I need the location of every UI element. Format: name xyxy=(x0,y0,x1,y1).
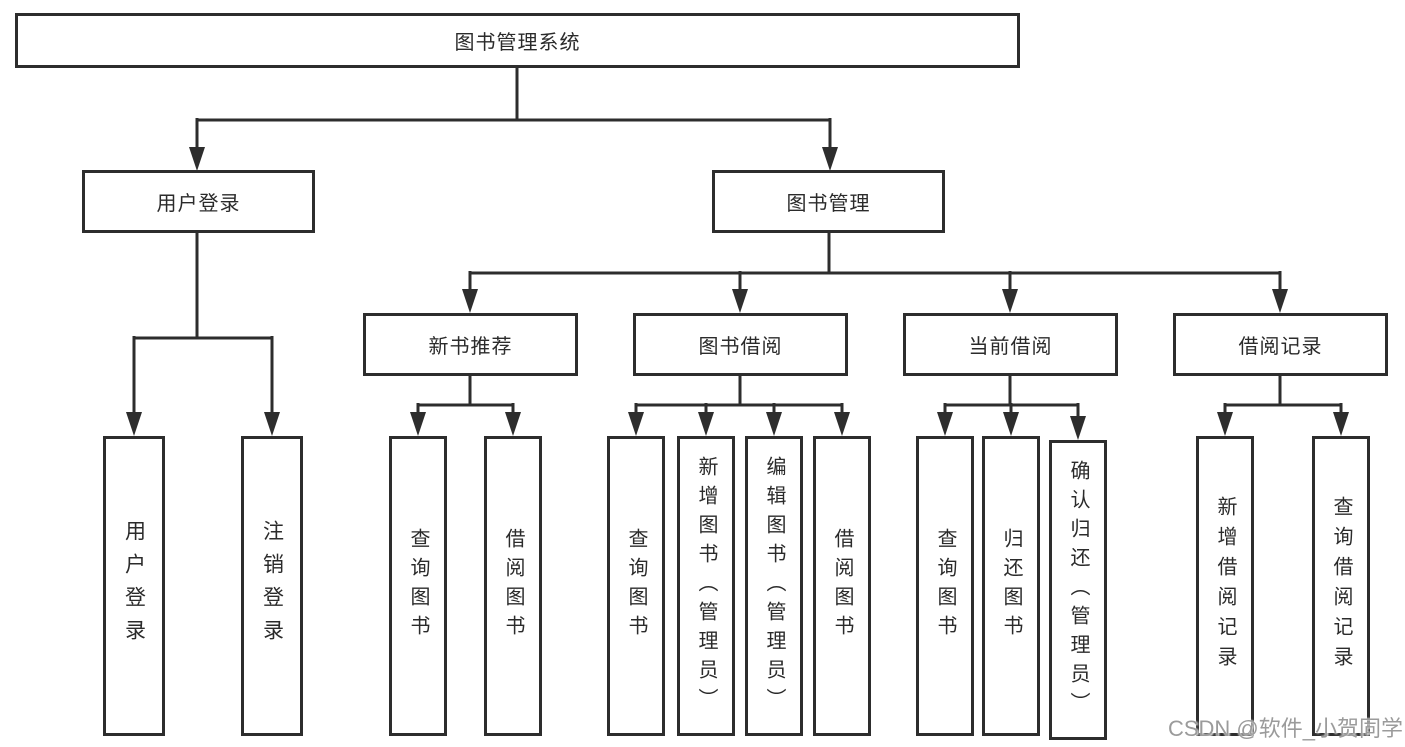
node-borrow-records: 借阅记录 xyxy=(1173,313,1388,376)
arrowhead-icon xyxy=(698,412,714,436)
node-label: 新增图书（管理员） xyxy=(695,455,717,717)
node-v-query-book-1: 查询图书 xyxy=(389,436,447,736)
arrowhead-icon xyxy=(505,412,521,436)
node-label: 查询图书 xyxy=(407,528,429,644)
node-book-borrow: 图书借阅 xyxy=(633,313,848,376)
watermark: CSDN @软件_小贺同学 xyxy=(1167,716,1403,741)
arrowhead-icon xyxy=(1003,412,1019,436)
node-book-management: 图书管理 xyxy=(712,170,945,233)
node-label: 注销登录 xyxy=(260,520,284,652)
node-v-confirm-return: 确认归还（管理员） xyxy=(1049,440,1107,740)
node-label: 查询图书 xyxy=(934,528,956,644)
node-label: 编辑图书（管理员） xyxy=(763,455,785,717)
node-label: 归还图书 xyxy=(1000,528,1022,644)
arrowhead-icon xyxy=(628,412,644,436)
arrowhead-icon xyxy=(1272,289,1288,313)
node-label: 用户登录 xyxy=(122,520,146,652)
arrowhead-icon xyxy=(1333,412,1349,436)
arrowhead-icon xyxy=(1217,412,1233,436)
node-label: 用户登录 xyxy=(156,193,241,215)
arrowhead-icon xyxy=(264,412,280,436)
node-v-logout: 注销登录 xyxy=(241,436,303,736)
node-root: 图书管理系统 xyxy=(15,13,1020,68)
node-label: 图书借阅 xyxy=(698,336,783,358)
arrowhead-icon xyxy=(410,412,426,436)
node-label: 借阅图书 xyxy=(831,528,853,644)
node-v-borrow-book-1: 借阅图书 xyxy=(484,436,542,736)
node-v-add-borrow-record: 新增借阅记录 xyxy=(1196,436,1254,736)
node-label: 新增借阅记录 xyxy=(1214,496,1236,676)
node-v-query-borrow-record: 查询借阅记录 xyxy=(1312,436,1370,736)
node-label: 当前借阅 xyxy=(968,336,1053,358)
node-new-book-recommend: 新书推荐 xyxy=(363,313,578,376)
node-v-query-book-2: 查询图书 xyxy=(607,436,665,736)
arrowhead-icon xyxy=(1070,416,1086,440)
node-label: 新书推荐 xyxy=(428,336,513,358)
node-v-borrow-book-2: 借阅图书 xyxy=(813,436,871,736)
arrowhead-icon xyxy=(822,147,838,171)
arrowhead-icon xyxy=(834,412,850,436)
arrowhead-icon xyxy=(937,412,953,436)
node-label: 图书管理 xyxy=(786,193,871,215)
node-label: 查询借阅记录 xyxy=(1330,496,1352,676)
node-label: 确认归还（管理员） xyxy=(1067,459,1089,721)
node-v-edit-book-admin: 编辑图书（管理员） xyxy=(745,436,803,736)
node-label: 图书管理系统 xyxy=(454,32,581,54)
arrowhead-icon xyxy=(462,289,478,313)
arrowhead-icon xyxy=(126,412,142,436)
node-user-login: 用户登录 xyxy=(82,170,315,233)
arrowhead-icon xyxy=(766,412,782,436)
node-label: 查询图书 xyxy=(625,528,647,644)
arrowhead-icon xyxy=(189,147,205,171)
arrowhead-icon xyxy=(1002,289,1018,313)
node-v-return-book: 归还图书 xyxy=(982,436,1040,736)
node-label: 借阅记录 xyxy=(1238,336,1323,358)
node-v-user-login: 用户登录 xyxy=(103,436,165,736)
node-v-add-book-admin: 新增图书（管理员） xyxy=(677,436,735,736)
node-label: 借阅图书 xyxy=(502,528,524,644)
node-v-query-book-3: 查询图书 xyxy=(916,436,974,736)
node-current-borrow: 当前借阅 xyxy=(903,313,1118,376)
arrowhead-icon xyxy=(732,289,748,313)
